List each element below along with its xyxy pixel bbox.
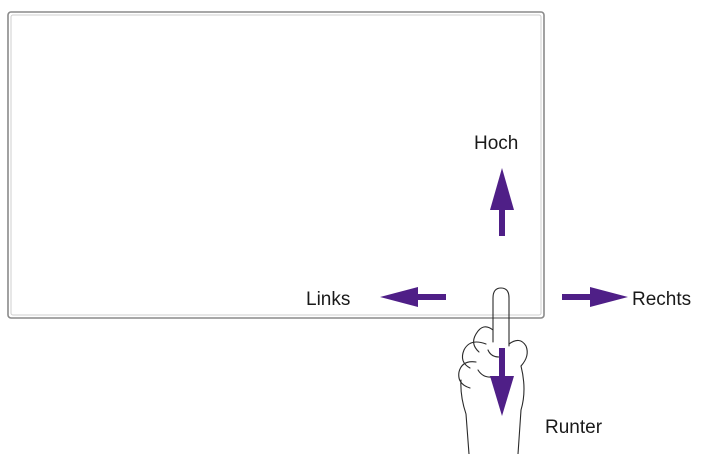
arrow-down-icon bbox=[490, 348, 514, 416]
label-right: Rechts bbox=[632, 289, 692, 310]
arrow-left-icon bbox=[380, 287, 446, 307]
arrow-up-icon bbox=[490, 168, 514, 236]
display-panel bbox=[7, 11, 545, 319]
label-up: Hoch bbox=[474, 133, 519, 154]
pointing-hand-icon bbox=[458, 287, 528, 454]
label-down: Runter bbox=[545, 417, 603, 438]
arrow-right-icon bbox=[562, 287, 628, 307]
label-left: Links bbox=[306, 289, 351, 310]
